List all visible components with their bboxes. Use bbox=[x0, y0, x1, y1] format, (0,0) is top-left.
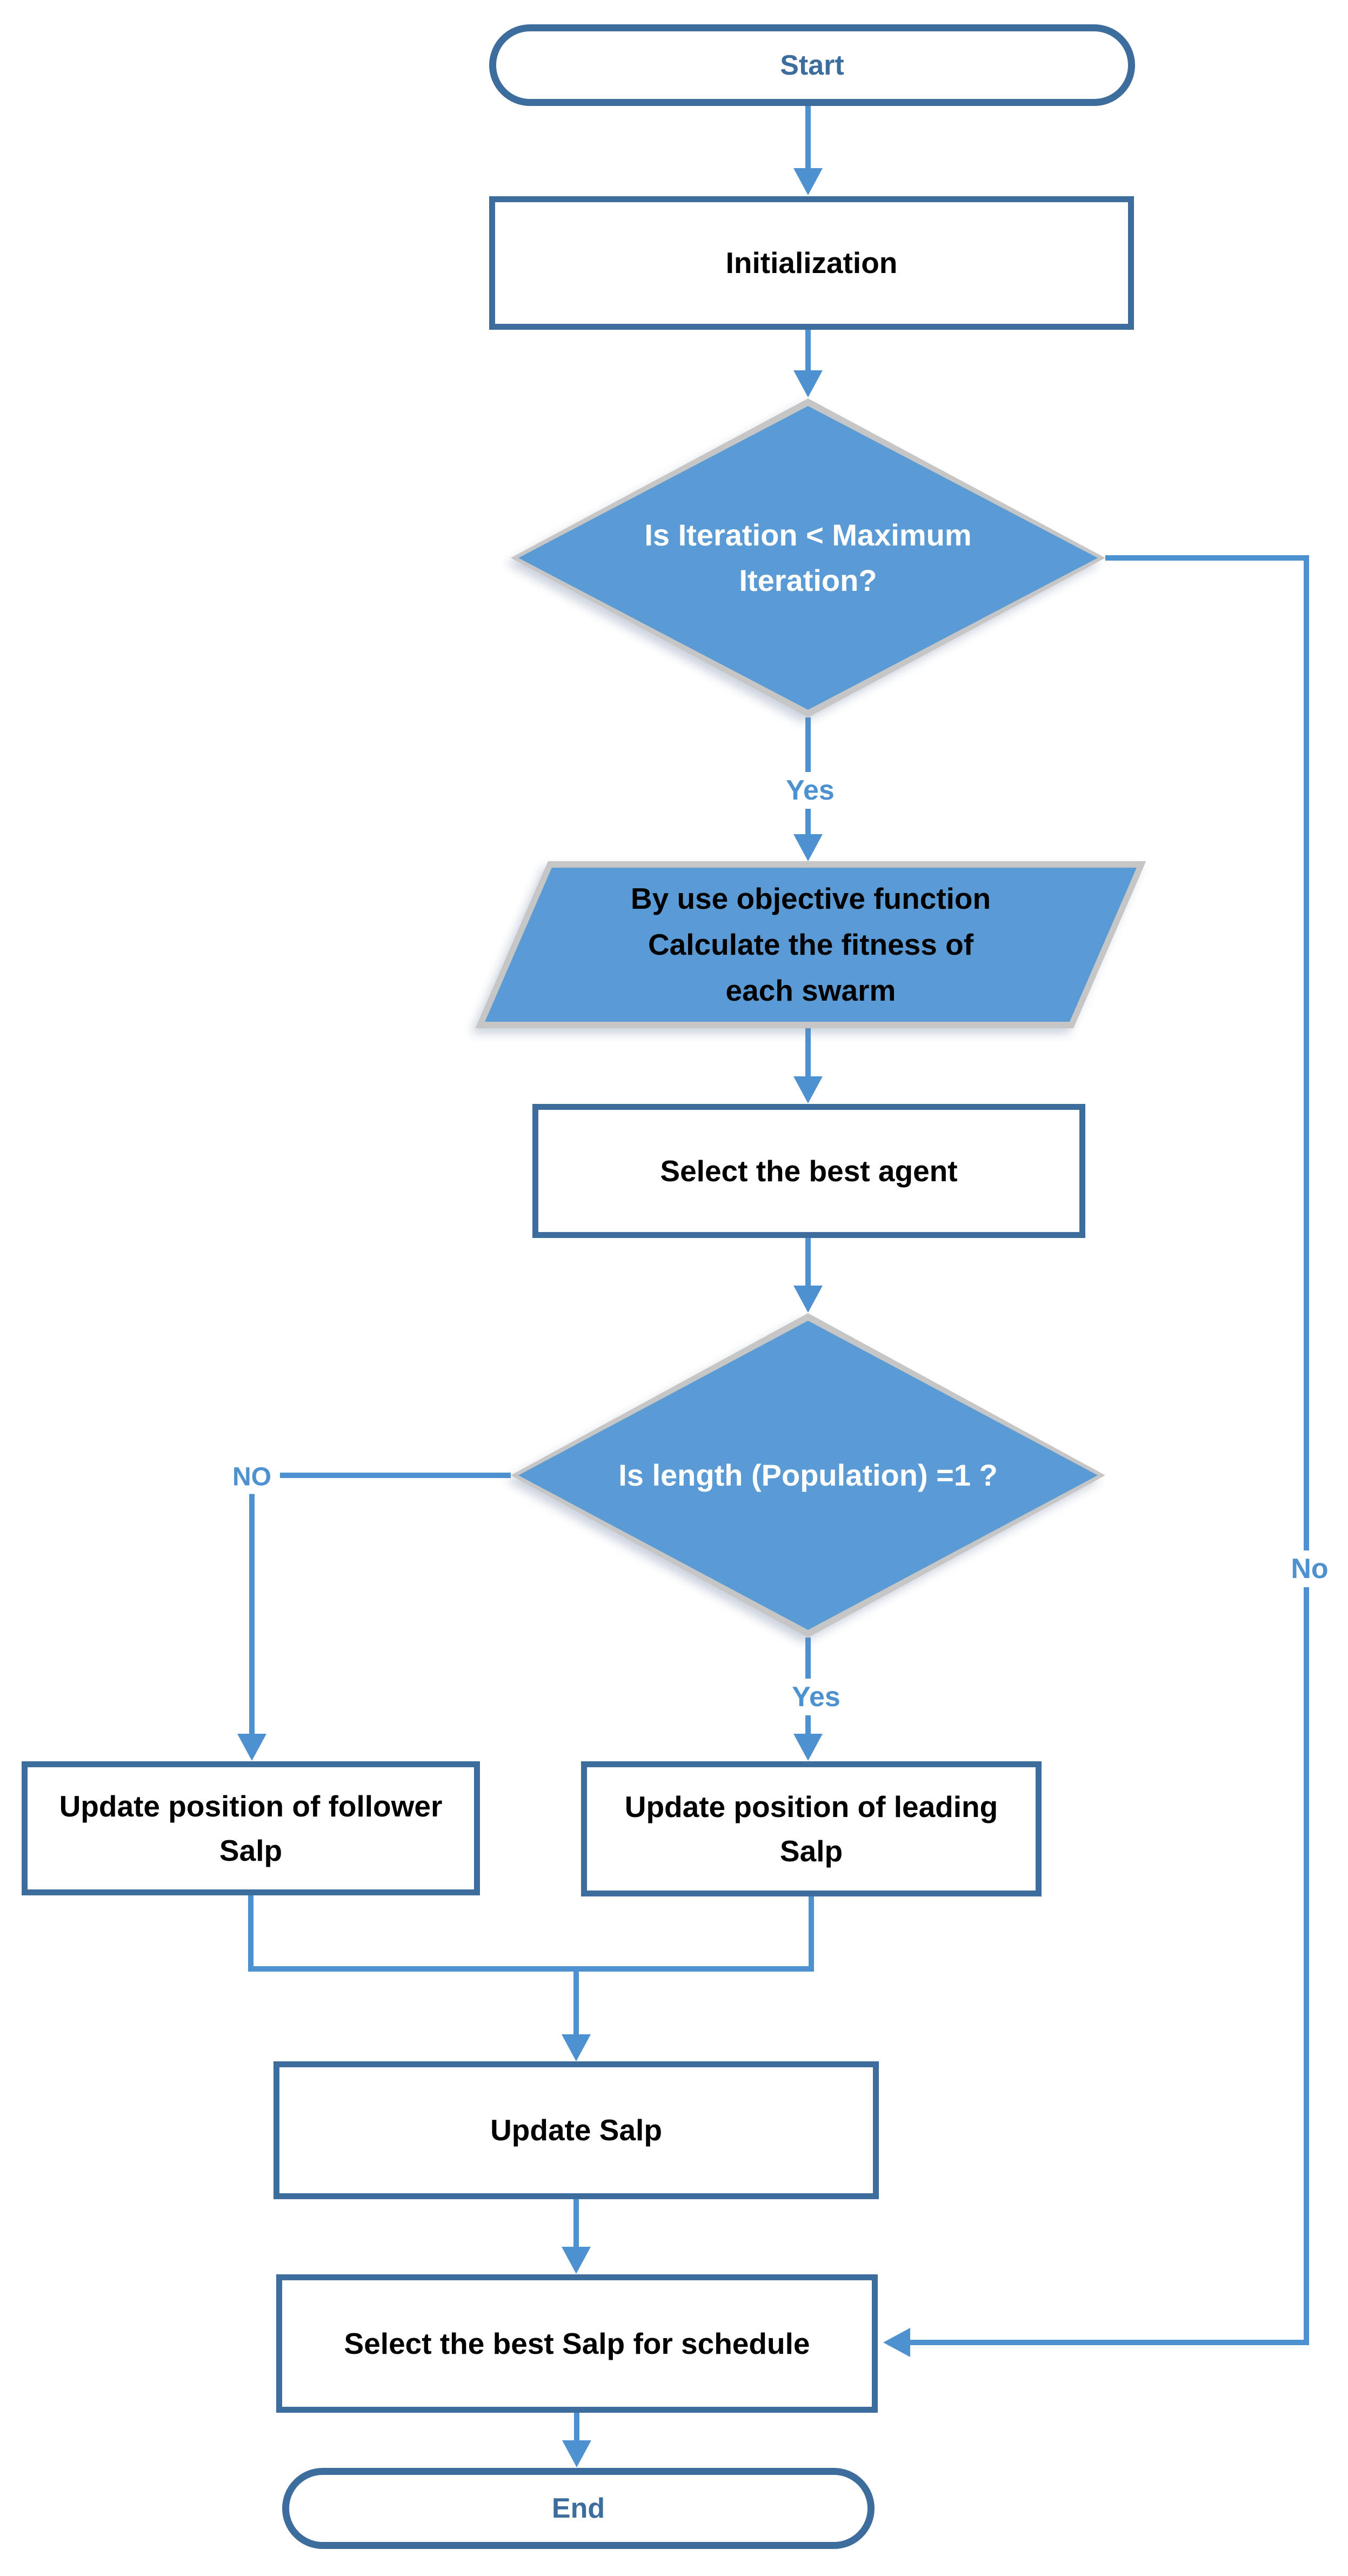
fitness-line-1: By use objective function bbox=[630, 881, 991, 915]
edge-label-iteration-no: No bbox=[1282, 1550, 1337, 1587]
node-end: End bbox=[282, 2468, 875, 2549]
arrowhead-population-decision bbox=[793, 1286, 823, 1313]
node-iteration-decision-label: Is Iteration < Maximum Iteration? bbox=[644, 518, 972, 597]
arrowhead-update-follower bbox=[237, 1734, 266, 1761]
edge-label-iteration-yes: Yes bbox=[777, 772, 843, 809]
node-update-leading: Update position of leading Salp bbox=[581, 1761, 1042, 1896]
node-population-decision-label: Is length (Population) =1 ? bbox=[618, 1458, 998, 1492]
fitness-line-2: Calculate the fitness of bbox=[648, 927, 974, 961]
edge-merge bbox=[248, 1895, 814, 1972]
population-decision-label-wrap: Is length (Population) =1 ? bbox=[511, 1313, 1105, 1638]
node-iteration-decision: Is Iteration < Maximum Iteration? bbox=[511, 398, 1105, 717]
node-select-best-agent: Select the best agent bbox=[532, 1104, 1085, 1238]
node-update-salp-label: Update Salp bbox=[490, 2113, 662, 2147]
arrowhead-select-salp bbox=[562, 2247, 591, 2274]
node-fitness-calc: By use objective function Calculate the … bbox=[475, 861, 1146, 1028]
node-select-best-salp: Select the best Salp for schedule bbox=[276, 2274, 878, 2413]
arrowhead-select-salp-no bbox=[883, 2328, 910, 2357]
arrowhead-initialization bbox=[793, 168, 823, 195]
arrowhead-iteration-decision bbox=[793, 370, 823, 397]
node-select-best-agent-label: Select the best agent bbox=[660, 1154, 958, 1188]
fitness-line-3: each swarm bbox=[725, 974, 896, 1008]
edge-label-population-no: NO bbox=[224, 1460, 280, 1494]
edge-label-population-yes: Yes bbox=[783, 1679, 849, 1715]
node-population-decision: Is length (Population) =1 ? bbox=[511, 1313, 1105, 1638]
node-start: Start bbox=[489, 24, 1135, 106]
arrowhead-end bbox=[562, 2440, 591, 2467]
node-select-best-salp-label: Select the best Salp for schedule bbox=[344, 2326, 810, 2360]
arrowhead-update-leading bbox=[793, 1734, 823, 1761]
node-update-follower: Update position of follower Salp bbox=[22, 1761, 480, 1895]
arrowhead-fitness bbox=[793, 834, 823, 861]
edge-iteration-no bbox=[910, 555, 1309, 2345]
node-start-label: Start bbox=[780, 49, 844, 81]
node-update-salp: Update Salp bbox=[273, 2061, 879, 2199]
fitness-label-wrap: By use objective function Calculate the … bbox=[476, 861, 1146, 1028]
node-update-follower-label: Update position of follower Salp bbox=[59, 1789, 443, 1868]
node-end-label: End bbox=[551, 2493, 605, 2524]
arrowhead-update-salp bbox=[562, 2034, 591, 2061]
arrowhead-select-agent bbox=[793, 1076, 823, 1103]
node-update-leading-label: Update position of leading Salp bbox=[624, 1789, 998, 1868]
node-initialization-label: Initialization bbox=[725, 246, 898, 280]
iteration-decision-label-wrap: Is Iteration < Maximum Iteration? bbox=[511, 398, 1105, 717]
node-initialization: Initialization bbox=[489, 196, 1134, 330]
edge-population-no bbox=[249, 1473, 511, 1734]
